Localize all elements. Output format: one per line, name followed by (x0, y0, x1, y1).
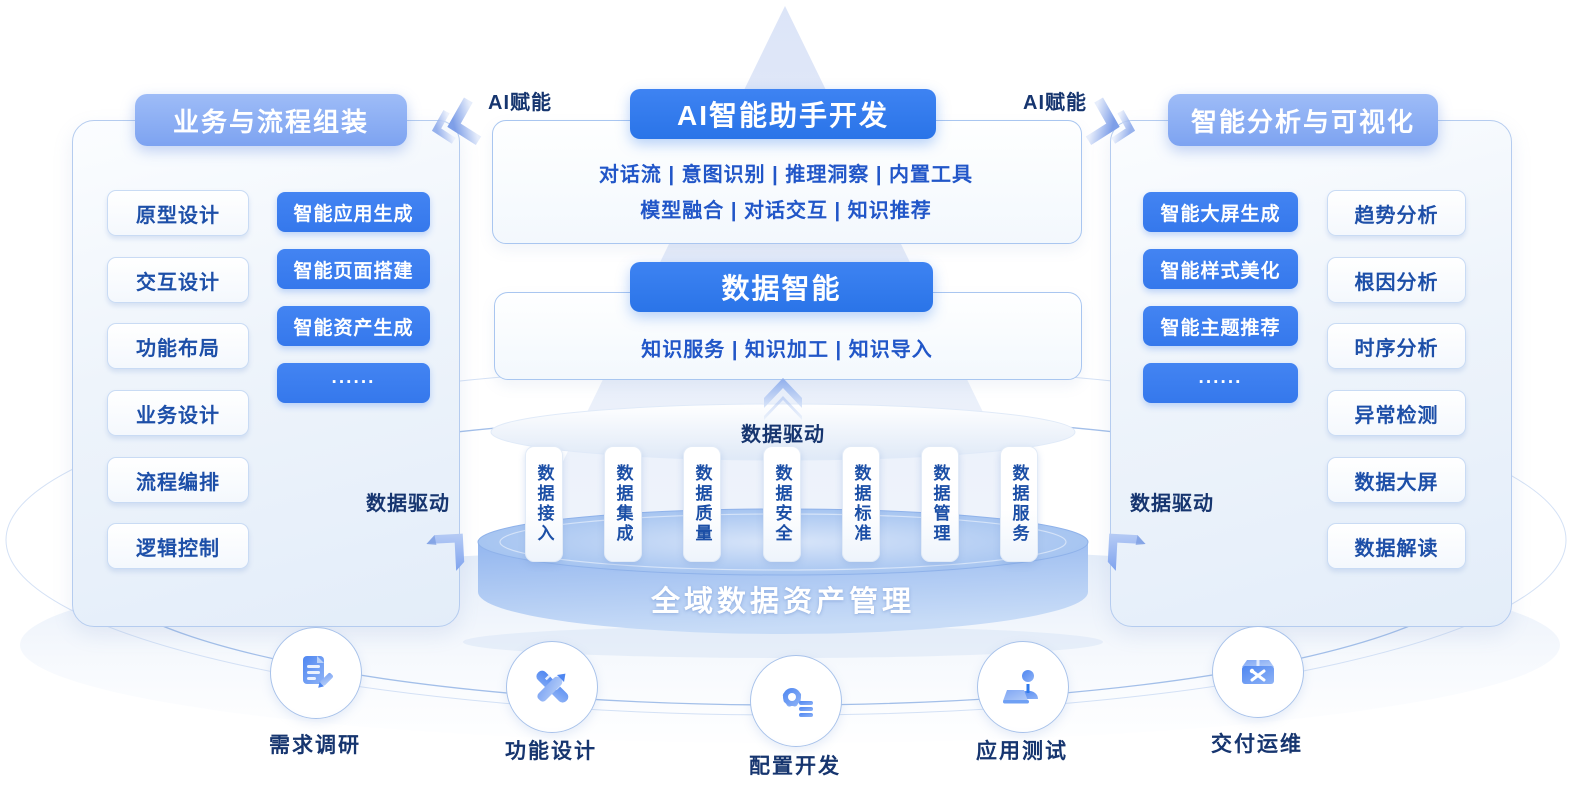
pillar-data-quality: 数据质量 (683, 446, 721, 562)
right-panel-title-text: 智能分析与可视化 (1190, 106, 1415, 137)
pillar-data-security: 数据安全 (763, 446, 801, 562)
pillar-data-service: 数据服务 (1000, 446, 1038, 562)
process-label: 应用测试 (976, 740, 1068, 763)
platform-base-title: 全域数据资产管理 (650, 586, 915, 618)
process-circle-configure (750, 655, 842, 747)
pillar-data-integration: 数据集成 (604, 446, 642, 562)
ai-assistant-title-text: AI智能助手开发 (676, 100, 889, 131)
left-blue-item-more: ······ (277, 363, 430, 403)
data-driven-top-label: 数据驱动 (741, 424, 825, 446)
left-white-item: 流程编排 (107, 457, 249, 503)
data-intelligence-title-text: 数据智能 (721, 273, 842, 304)
process-label: 需求调研 (269, 734, 361, 757)
left-white-item: 逻辑控制 (107, 523, 249, 569)
pillar-data-management: 数据管理 (921, 446, 959, 562)
process-label: 配置开发 (749, 755, 841, 778)
chevron-up-icon (764, 378, 802, 420)
left-blue-item: 智能页面搭建 (277, 249, 430, 289)
process-label: 交付运维 (1211, 733, 1303, 756)
data-driven-left-label: 数据驱动 (366, 493, 450, 515)
pillar-data-standard: 数据标准 (842, 446, 880, 562)
left-white-item: 业务设计 (107, 390, 249, 436)
chevron-right-icon (1085, 97, 1136, 146)
ruler-pencil-icon (536, 670, 569, 703)
left-panel-title-text: 业务与流程组装 (172, 106, 369, 137)
data-intelligence-row: 知识服务 | 知识加工 | 知识导入 (641, 338, 933, 361)
process-circle-testing (977, 641, 1069, 733)
left-panel-title: 业务与流程组装 (135, 94, 407, 146)
document-pencil-icon (303, 656, 333, 688)
process-circle-delivery (1212, 626, 1304, 718)
right-white-item: 异常检测 (1327, 390, 1466, 436)
toolbox-icon (1242, 660, 1274, 684)
person-laptop-icon (1003, 670, 1038, 704)
gear-config-icon (782, 688, 813, 717)
ai-assistant-row1: 对话流 | 意图识别 | 推理洞察 | 内置工具 (598, 163, 974, 186)
right-blue-item: 智能样式美化 (1143, 249, 1298, 289)
left-white-item: 功能布局 (107, 323, 249, 369)
left-white-item: 原型设计 (107, 190, 249, 236)
left-blue-item: 智能资产生成 (277, 306, 430, 346)
process-label: 功能设计 (505, 740, 597, 763)
chevron-left-icon (431, 97, 482, 146)
right-white-item: 趋势分析 (1327, 190, 1466, 236)
right-white-item: 根因分析 (1327, 257, 1466, 303)
right-white-item: 数据解读 (1327, 523, 1466, 569)
right-white-item: 时序分析 (1327, 323, 1466, 369)
ai-empower-right-label: AI赋能 (1023, 92, 1087, 114)
process-circle-design (506, 641, 598, 733)
pillar-data-access: 数据接入 (525, 446, 563, 562)
right-blue-item: 智能大屏生成 (1143, 192, 1298, 232)
ai-assistant-panel (492, 120, 1082, 244)
fold-arrow-right-icon (1107, 533, 1146, 571)
right-panel-title: 智能分析与可视化 (1168, 94, 1438, 146)
data-driven-right-label: 数据驱动 (1130, 493, 1214, 515)
right-white-item: 数据大屏 (1327, 457, 1466, 503)
left-blue-item: 智能应用生成 (277, 192, 430, 232)
ai-empower-left-label: AI赋能 (488, 92, 552, 114)
right-blue-item: 智能主题推荐 (1143, 306, 1298, 346)
left-white-item: 交互设计 (107, 257, 249, 303)
fold-arrow-left-icon (426, 533, 465, 571)
right-blue-item-more: ······ (1143, 363, 1298, 403)
cylinder-shadow (463, 626, 1103, 658)
process-circle-requirements (270, 627, 362, 719)
ai-assistant-row2: 模型融合 | 对话交互 | 知识推荐 (640, 199, 932, 222)
data-intelligence-title: 数据智能 (630, 262, 933, 312)
ai-assistant-title: AI智能助手开发 (630, 89, 936, 139)
